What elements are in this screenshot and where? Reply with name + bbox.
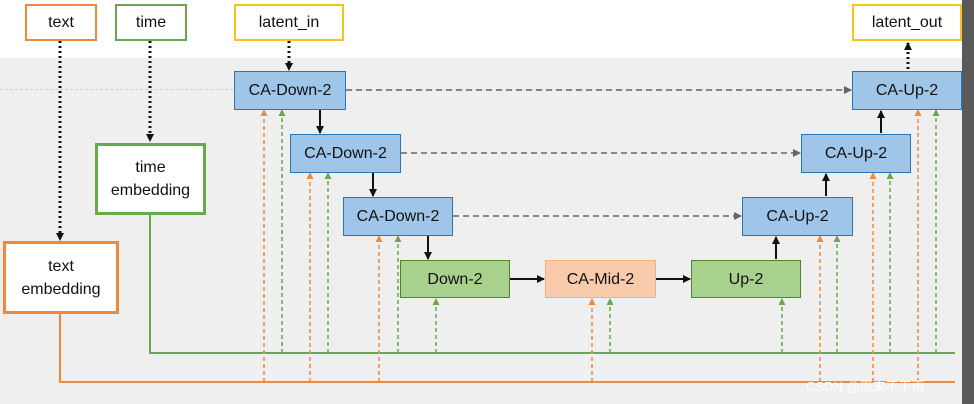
time-input-label: time — [115, 4, 187, 41]
down-block-4: Down-2 — [400, 260, 510, 298]
text-input-label: text — [25, 4, 97, 41]
ca-mid-block: CA-Mid-2 — [545, 260, 656, 298]
latent-in-label: latent_in — [234, 4, 344, 41]
time-feeds — [278, 109, 940, 353]
text-embedding-bus — [59, 314, 955, 383]
up-block-1: Up-2 — [691, 260, 801, 298]
text-embedding-box: text embedding — [3, 241, 119, 314]
input-arrows — [56, 41, 912, 241]
ca-up-block-3: CA-Up-2 — [801, 134, 911, 173]
text-embedding-line-1: text — [48, 257, 74, 275]
csdn-watermark: CSDN @周末不下雨 — [806, 379, 925, 394]
time-embedding-line-1: time — [135, 159, 166, 176]
text-embedding-line-2: embedding — [21, 280, 101, 298]
main-flow-arrows — [316, 110, 885, 283]
time-embedding-line-2: embedding — [110, 182, 191, 199]
latent-out-label: latent_out — [852, 4, 962, 41]
text-feeds — [260, 109, 922, 382]
ca-down-block-3: CA-Down-2 — [343, 197, 453, 236]
window-edge — [962, 0, 974, 404]
ca-down-block-1: CA-Down-2 — [234, 71, 346, 110]
time-embedding-box: time embedding — [95, 143, 206, 215]
ca-down-block-2: CA-Down-2 — [290, 134, 401, 173]
time-embedding-bus — [149, 215, 955, 354]
ca-up-block-4: CA-Up-2 — [852, 71, 962, 110]
ca-up-block-2: CA-Up-2 — [742, 197, 853, 236]
skip-connections — [346, 86, 852, 220]
